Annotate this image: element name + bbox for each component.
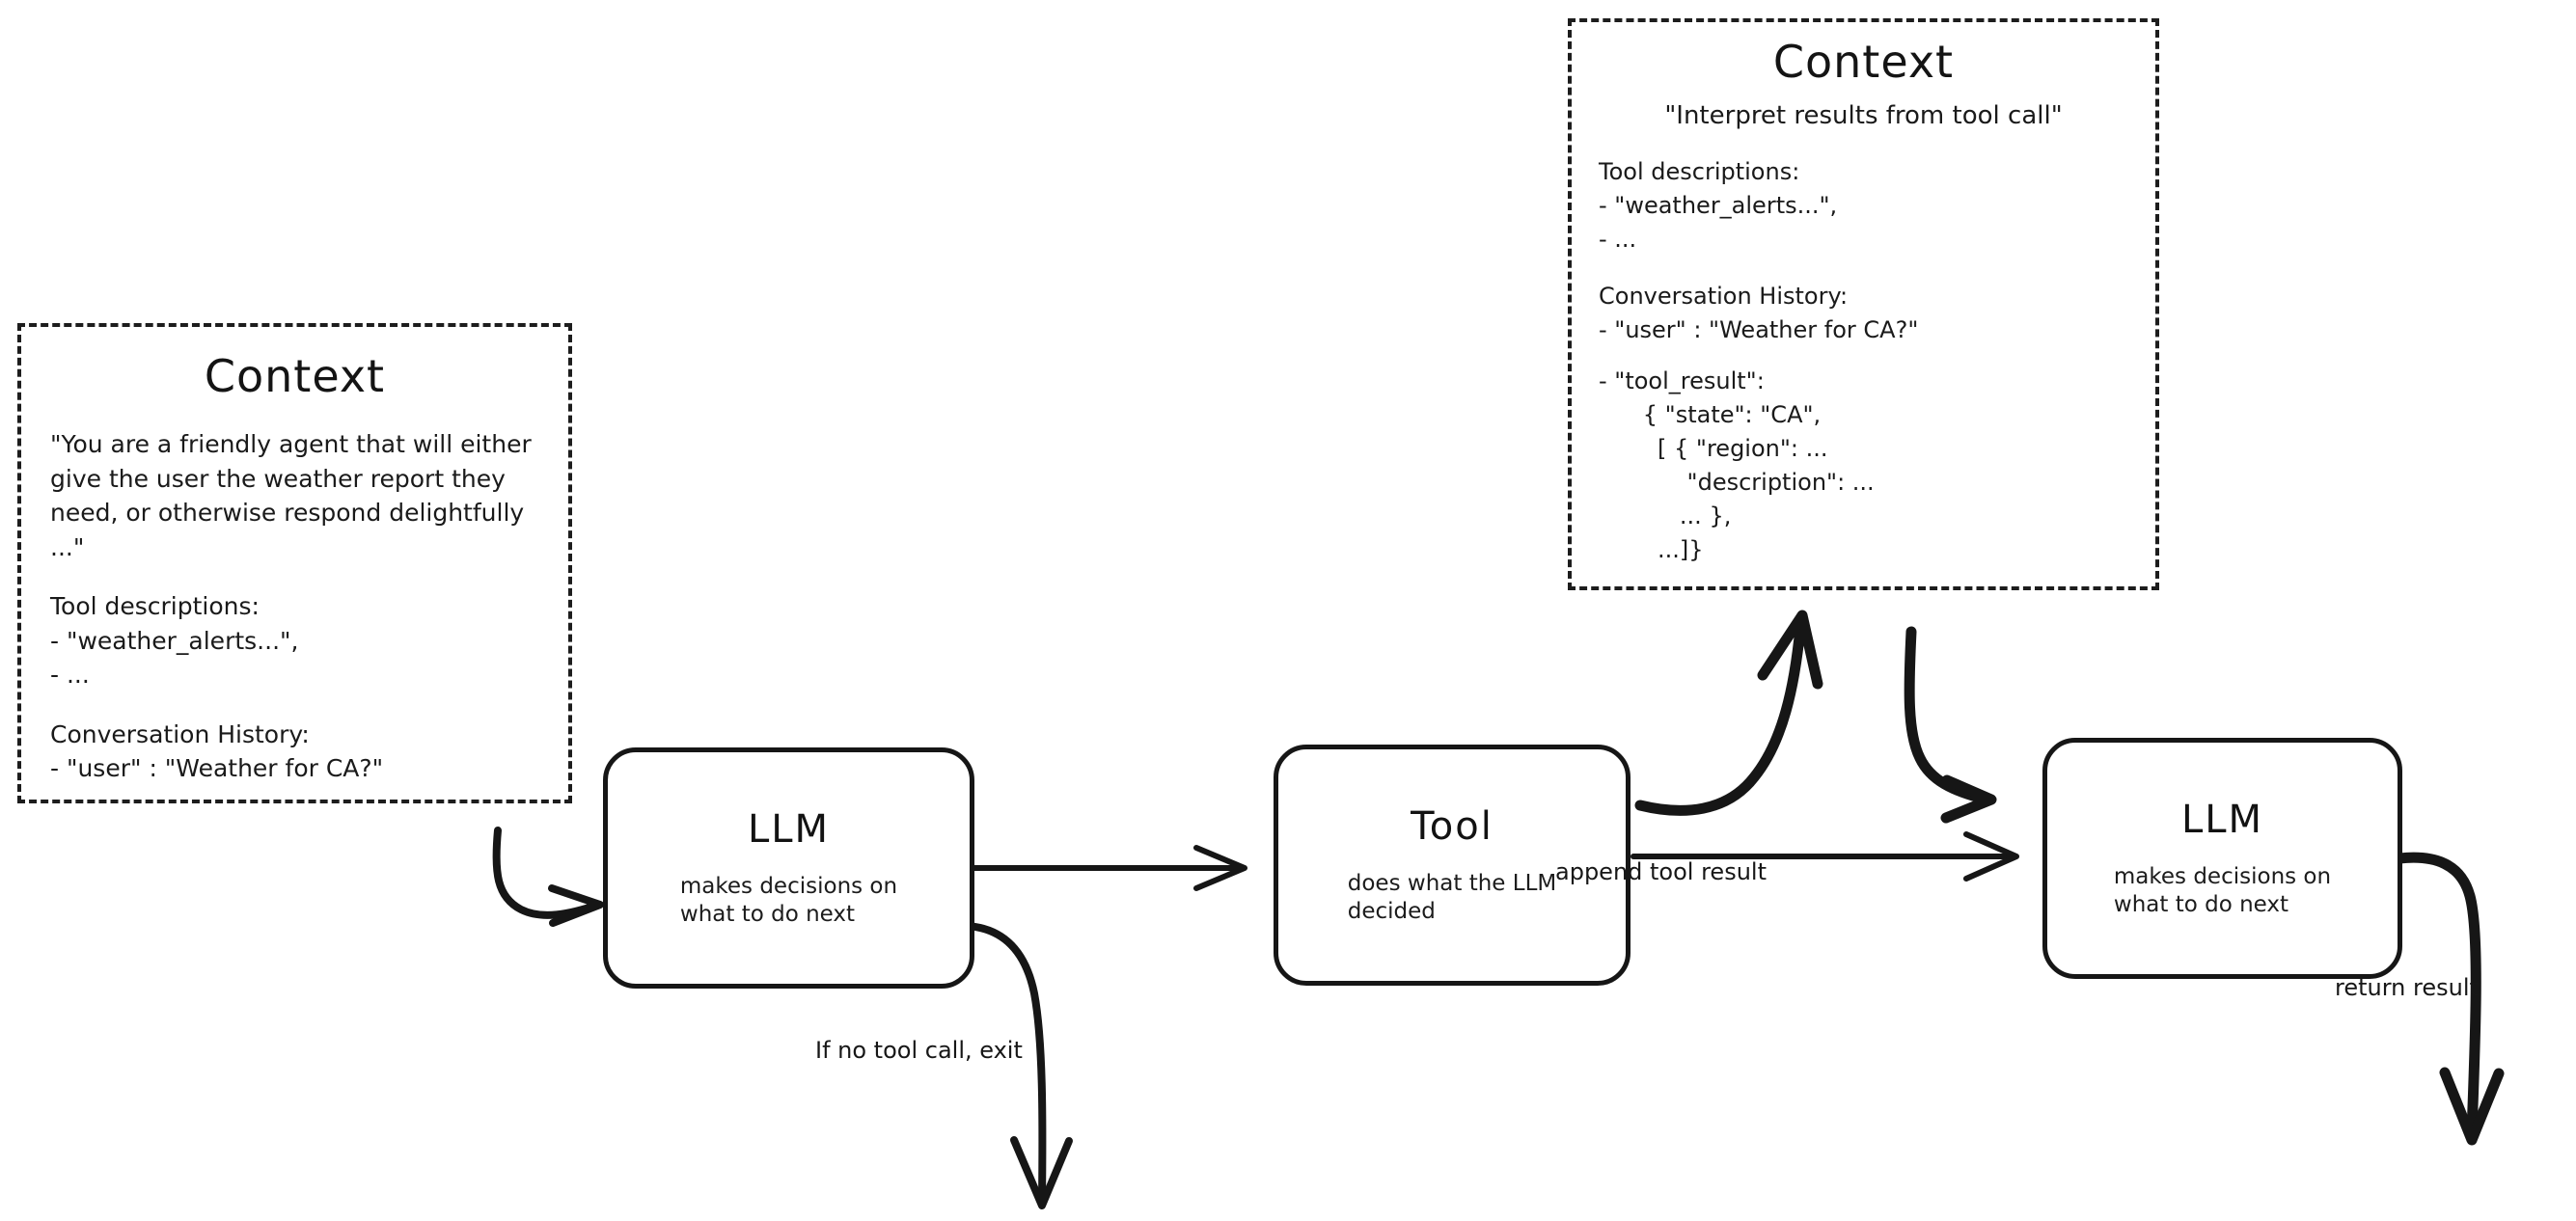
edge-context-to-llm2 xyxy=(1904,626,1997,824)
edge-tool-to-llm2 xyxy=(1631,831,2019,882)
node-tool-title: Tool xyxy=(1411,803,1494,849)
edge-tool-to-context xyxy=(1634,610,1823,816)
context-right-tool-descriptions-items: - "weather_alerts...", - ... xyxy=(1599,192,1838,254)
context-right-tool-descriptions-header: Tool descriptions: xyxy=(1599,158,1800,185)
edge-label-if-no-tool-call-exit: If no tool call, exit xyxy=(815,1037,1023,1064)
context-left-title: Context xyxy=(204,350,386,402)
context-right-conversation-header: Conversation History: xyxy=(1599,283,1849,311)
context-box-left: Context "You are a friendly agent that w… xyxy=(17,323,572,803)
context-left-conversation-items: - "user" : "Weather for CA?" xyxy=(50,754,384,782)
edge-llm2-return xyxy=(2394,852,2505,1146)
context-left-system-prompt: "You are a friendly agent that will eith… xyxy=(50,430,539,561)
node-llm-1-subtitle: makes decisions on what to do next xyxy=(679,873,898,927)
edge-label-append-tool-result: append tool result xyxy=(1555,858,1767,885)
edge-llm1-exit xyxy=(964,922,1073,1209)
context-right-system-prompt: "Interpret results from tool call" xyxy=(1664,101,2063,130)
edge-label-return-result: return result xyxy=(2335,974,2479,1001)
context-right-title: Context xyxy=(1772,36,1955,88)
node-llm-1-title: LLM xyxy=(747,806,831,852)
node-llm-1[interactable]: LLM makes decisions on what to do next xyxy=(603,747,974,989)
context-left-tool-descriptions-items: - "weather_alerts...", - ... xyxy=(50,626,299,690)
context-left-tool-descriptions-header: Tool descriptions: xyxy=(50,592,260,620)
context-right-conversation-user: - "user" : "Weather for CA?" xyxy=(1599,316,1919,344)
context-left-conversation-header: Conversation History: xyxy=(50,719,310,748)
node-llm-2-subtitle: makes decisions on what to do next xyxy=(2113,863,2332,917)
context-right-tool-result-body: { "state": "CA", [ { "region": ... "desc… xyxy=(1642,401,1875,564)
context-box-right: Context "Interpret results from tool cal… xyxy=(1568,18,2159,590)
node-llm-2[interactable]: LLM makes decisions on what to do next xyxy=(2042,738,2402,979)
node-tool[interactable]: Tool does what the LLM decided xyxy=(1274,745,1631,986)
node-llm-2-title: LLM xyxy=(2180,797,2264,842)
context-right-tool-result-header: - "tool_result": xyxy=(1599,367,1765,395)
edge-llm1-to-tool xyxy=(968,845,1247,891)
edge-context-to-llm1 xyxy=(492,827,604,927)
node-tool-subtitle: does what the LLM decided xyxy=(1347,870,1557,924)
